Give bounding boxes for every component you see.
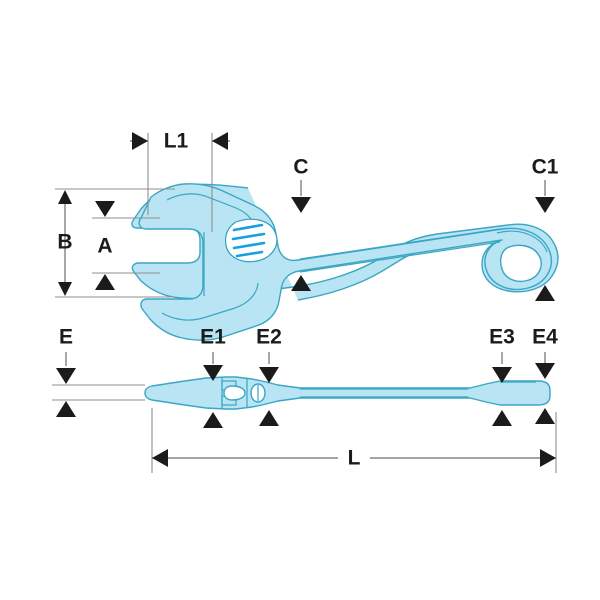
dimension-E1: E1 bbox=[200, 326, 226, 428]
arrow-E-top bbox=[56, 368, 76, 384]
dim-label-C1: C1 bbox=[532, 156, 559, 179]
arrow-E4-bottom bbox=[535, 408, 555, 424]
dimension-A: A bbox=[92, 201, 160, 290]
arrow-E1-bottom bbox=[203, 412, 223, 428]
side-view-adjuster bbox=[221, 377, 266, 409]
dim-label-L: L bbox=[348, 447, 361, 470]
dimension-E3: E3 bbox=[489, 326, 515, 426]
dim-label-E3: E3 bbox=[489, 326, 515, 349]
dim-label-E1: E1 bbox=[200, 326, 226, 349]
arrow-A-bottom bbox=[95, 274, 115, 290]
arrow-C-top bbox=[291, 197, 311, 213]
adjustment-wheel-icon bbox=[224, 218, 278, 263]
dim-label-C: C bbox=[293, 156, 308, 179]
dim-label-B: B bbox=[57, 231, 72, 254]
arrow-B-top bbox=[58, 190, 72, 204]
top-view-wrench bbox=[131, 183, 559, 341]
dim-label-L1: L1 bbox=[164, 130, 189, 153]
arrow-L-right bbox=[540, 449, 556, 467]
dim-label-E4: E4 bbox=[532, 326, 558, 349]
arrow-A-top bbox=[95, 201, 115, 217]
dimension-C1: C1 bbox=[532, 156, 559, 301]
dimension-C: C bbox=[291, 156, 311, 291]
arrow-L1-right bbox=[212, 132, 228, 150]
dimension-L1: L1 bbox=[130, 130, 230, 232]
dimension-L: L bbox=[151, 408, 557, 473]
dim-label-E2: E2 bbox=[256, 326, 282, 349]
arrow-B-bottom bbox=[58, 282, 72, 296]
arrow-E2-bottom bbox=[259, 410, 279, 426]
wrench-side-profile bbox=[144, 376, 551, 410]
dimension-E2: E2 bbox=[256, 326, 282, 426]
hanging-hole bbox=[499, 244, 542, 283]
arrow-E3-bottom bbox=[492, 410, 512, 426]
side-view-wrench bbox=[144, 376, 551, 410]
dimension-E4: E4 bbox=[532, 326, 558, 424]
arrow-L-left bbox=[152, 449, 168, 467]
arrow-C1-top bbox=[535, 197, 555, 213]
arrow-E4-top bbox=[535, 363, 555, 379]
dimension-B: B bbox=[55, 188, 175, 298]
dim-label-A: A bbox=[97, 235, 112, 258]
arrow-E-bottom bbox=[56, 401, 76, 417]
dimension-E: E bbox=[52, 326, 145, 417]
dim-label-E: E bbox=[59, 326, 73, 349]
arrow-C-bottom bbox=[291, 275, 311, 291]
arrow-L1-left bbox=[132, 132, 148, 150]
